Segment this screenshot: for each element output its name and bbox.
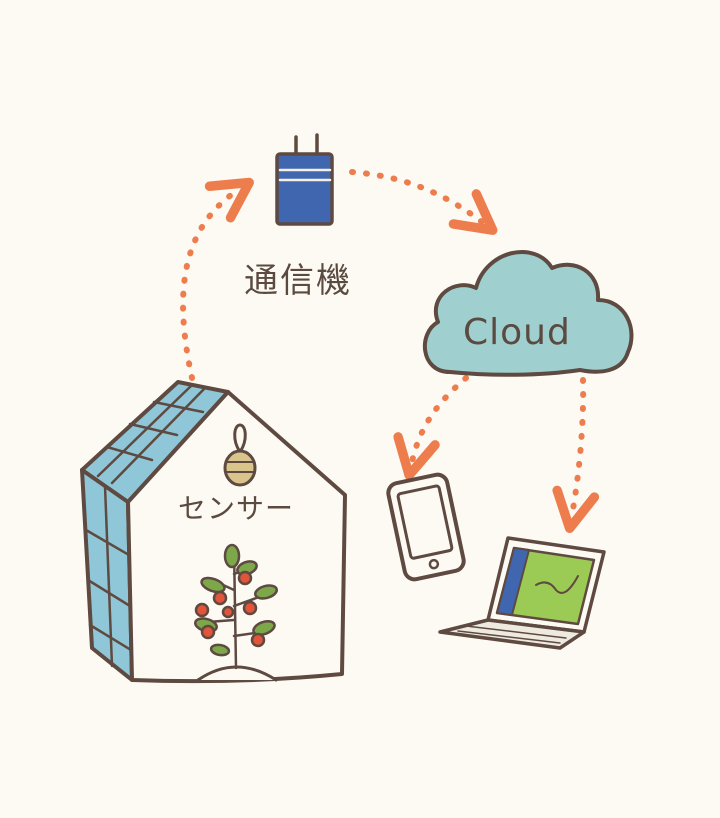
communication-device-label: 通信機 [244, 261, 352, 301]
sensor-icon [223, 423, 257, 487]
flow-arrows [180, 169, 600, 534]
laptop-icon [438, 536, 606, 650]
communication-device-icon [275, 133, 334, 226]
arrow-cloud-to-laptop [552, 377, 600, 534]
arrow-device-to-cloud [349, 169, 498, 235]
tomato-plant-icon [194, 543, 278, 670]
cloud-icon [422, 250, 634, 377]
arrow-cloud-to-phone [393, 375, 469, 480]
smartphone-icon [386, 472, 466, 582]
arrow-greenhouse-to-device [180, 177, 254, 381]
sensor-label: センサー [178, 492, 295, 525]
cloud-label: Cloud [463, 312, 571, 353]
greenhouse-icon [80, 380, 347, 684]
